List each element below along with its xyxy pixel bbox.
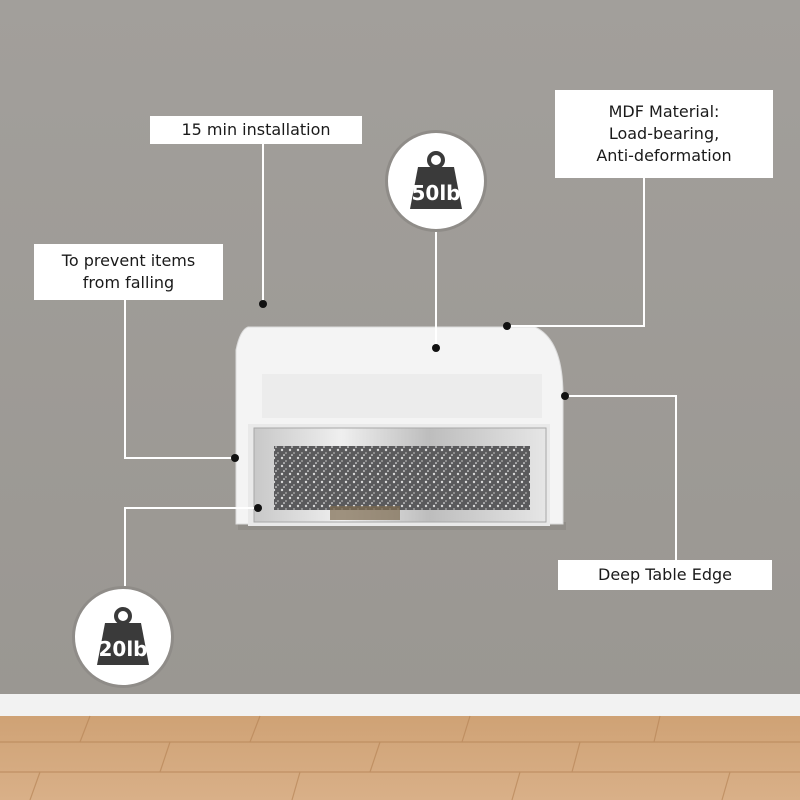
crushed-crystal-strip: [274, 446, 530, 510]
callout-leader-lines: [124, 142, 677, 586]
wall-shelf: [235, 326, 566, 530]
callout-installation-time: 15 min installation: [150, 116, 362, 144]
baseboard: [0, 694, 800, 716]
weight-badge-top-shelf: 50lb: [385, 130, 487, 232]
callout-dots: [231, 300, 569, 512]
callout-edge-text: Deep Table Edge: [598, 565, 732, 584]
callout-deep-table-edge: Deep Table Edge: [558, 560, 772, 590]
weight-capacity-drawer: 20lb: [98, 637, 148, 661]
weight-badge-drawer: 20lb: [72, 586, 174, 688]
weight-icon: [97, 607, 149, 665]
callout-prevent-text: To prevent items from falling: [61, 251, 196, 292]
shelf-top-surface: [262, 374, 542, 418]
weight-icon: [410, 151, 462, 209]
callout-mdf-material: MDF Material: Load-bearing, Anti-deforma…: [555, 90, 773, 178]
drawer-reflection: [330, 506, 400, 520]
wood-floor: [0, 716, 800, 800]
callout-installation-text: 15 min installation: [181, 120, 331, 139]
weight-capacity-top: 50lb: [411, 181, 461, 205]
callout-mdf-text: MDF Material: Load-bearing, Anti-deforma…: [596, 102, 732, 165]
callout-prevent-falling: To prevent items from falling: [34, 244, 223, 300]
floor-planks: [0, 715, 800, 800]
